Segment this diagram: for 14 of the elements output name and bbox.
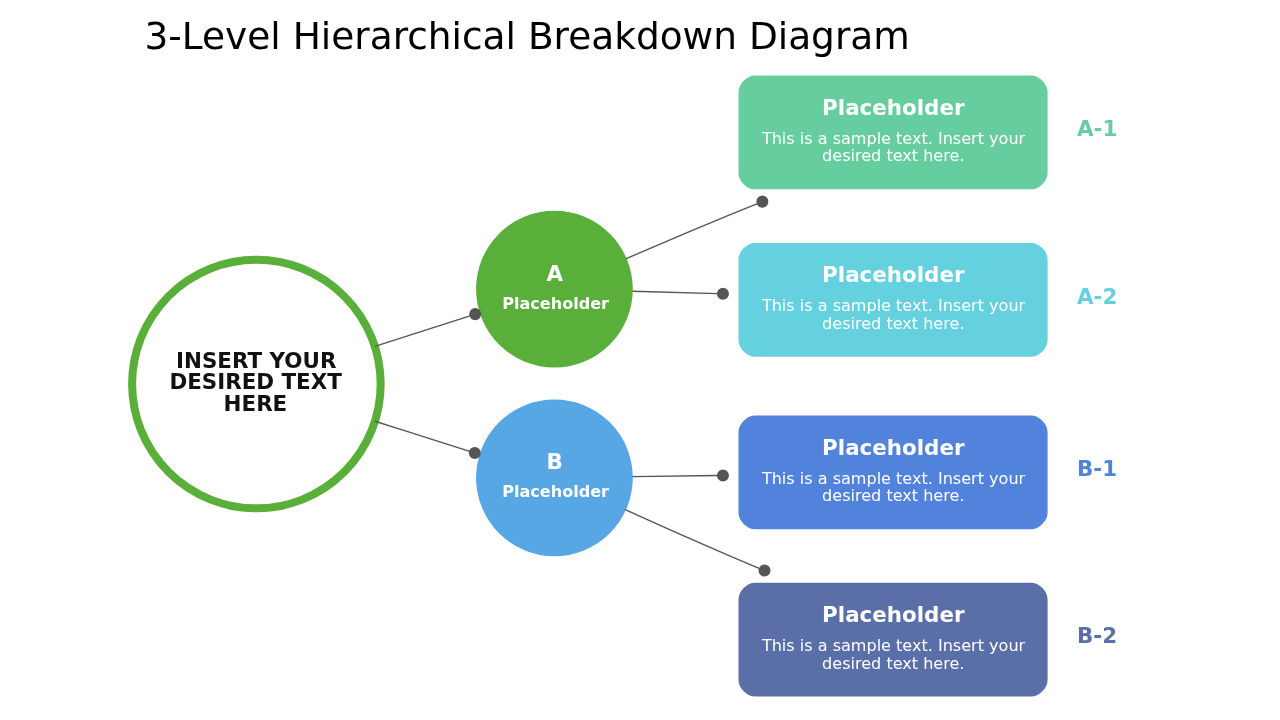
connector bbox=[373, 420, 481, 459]
node-circle: A Placeholder bbox=[475, 210, 633, 368]
connector bbox=[631, 287, 729, 300]
node-label: B-1 bbox=[1076, 456, 1117, 482]
connector bbox=[373, 308, 481, 348]
connector bbox=[625, 195, 768, 260]
node-label: B-2 bbox=[1076, 623, 1117, 649]
node-label: A-1 bbox=[1076, 116, 1117, 142]
diagram-title: 3-Level Hierarchical Breakdown Diagram bbox=[144, 13, 910, 58]
connector bbox=[624, 509, 771, 577]
node-circle: INSERT YOUR DESIRED TEXT HERE bbox=[127, 255, 385, 513]
node-label: A-2 bbox=[1076, 283, 1117, 309]
connector bbox=[631, 469, 729, 482]
node-circle: B Placeholder bbox=[475, 399, 633, 557]
